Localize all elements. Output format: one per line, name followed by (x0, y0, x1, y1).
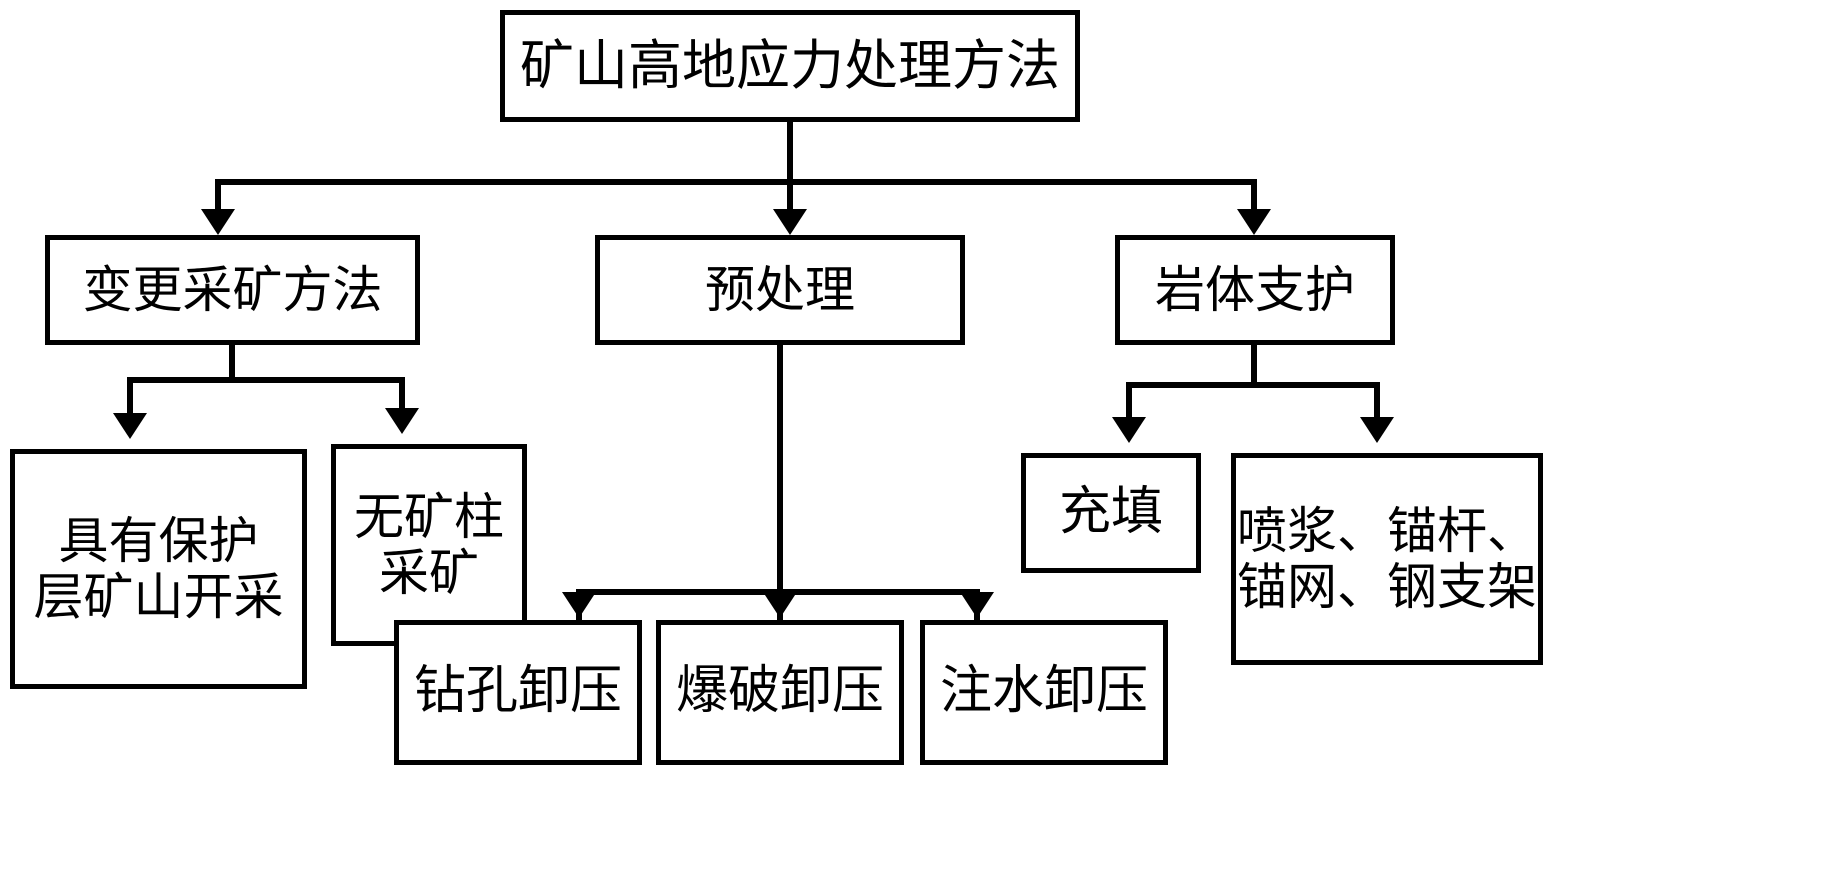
arrow-to-borehole-destressing (562, 592, 596, 618)
node-water-injection-destressing[interactable]: 注水卸压 (920, 620, 1168, 765)
connector-left-drop-1 (127, 377, 133, 419)
node-pillarless-mining[interactable]: 无矿柱 采矿 (331, 444, 527, 646)
node-shotcrete-bolt-mesh-steel[interactable]: 喷浆、锚杆、 锚网、钢支架 (1231, 453, 1543, 665)
connector-right-stem (1251, 345, 1257, 385)
arrow-to-protective-layer-mining (113, 413, 147, 439)
arrow-to-pretreatment (773, 209, 807, 235)
arrow-to-water-injection-destressing (960, 592, 994, 618)
arrow-to-pillarless-mining (385, 408, 419, 434)
arrow-to-change-mining-method (201, 209, 235, 235)
connector-root-stem (787, 122, 793, 182)
connector-root-drop-mid (787, 179, 793, 217)
arrow-to-backfilling (1112, 417, 1146, 443)
arrow-to-shotcrete-bolt-mesh-steel (1360, 417, 1394, 443)
node-root[interactable]: 矿山高地应力处理方法 (500, 10, 1080, 122)
connector-left-drop-2 (399, 377, 405, 419)
connector-left-stem (229, 345, 235, 380)
node-blasting-destressing[interactable]: 爆破卸压 (656, 620, 904, 765)
node-protective-layer-mining[interactable]: 具有保护 层矿山开采 (10, 449, 307, 689)
connector-left-bus (127, 377, 405, 383)
node-rock-mass-support[interactable]: 岩体支护 (1115, 235, 1395, 345)
connector-root-bus (215, 179, 1257, 185)
node-backfilling[interactable]: 充填 (1021, 453, 1201, 573)
connector-mid-stem (777, 345, 783, 595)
node-change-mining-method[interactable]: 变更采矿方法 (45, 235, 420, 345)
node-borehole-destressing[interactable]: 钻孔卸压 (394, 620, 642, 765)
connector-right-drop-1 (1126, 382, 1132, 422)
connector-right-bus (1126, 382, 1380, 388)
connector-right-drop-2 (1374, 382, 1380, 422)
connector-root-drop-left (215, 179, 221, 217)
node-pretreatment[interactable]: 预处理 (595, 235, 965, 345)
arrow-to-blasting-destressing (763, 592, 797, 618)
arrow-to-rock-mass-support (1237, 209, 1271, 235)
connector-root-drop-right (1251, 179, 1257, 217)
